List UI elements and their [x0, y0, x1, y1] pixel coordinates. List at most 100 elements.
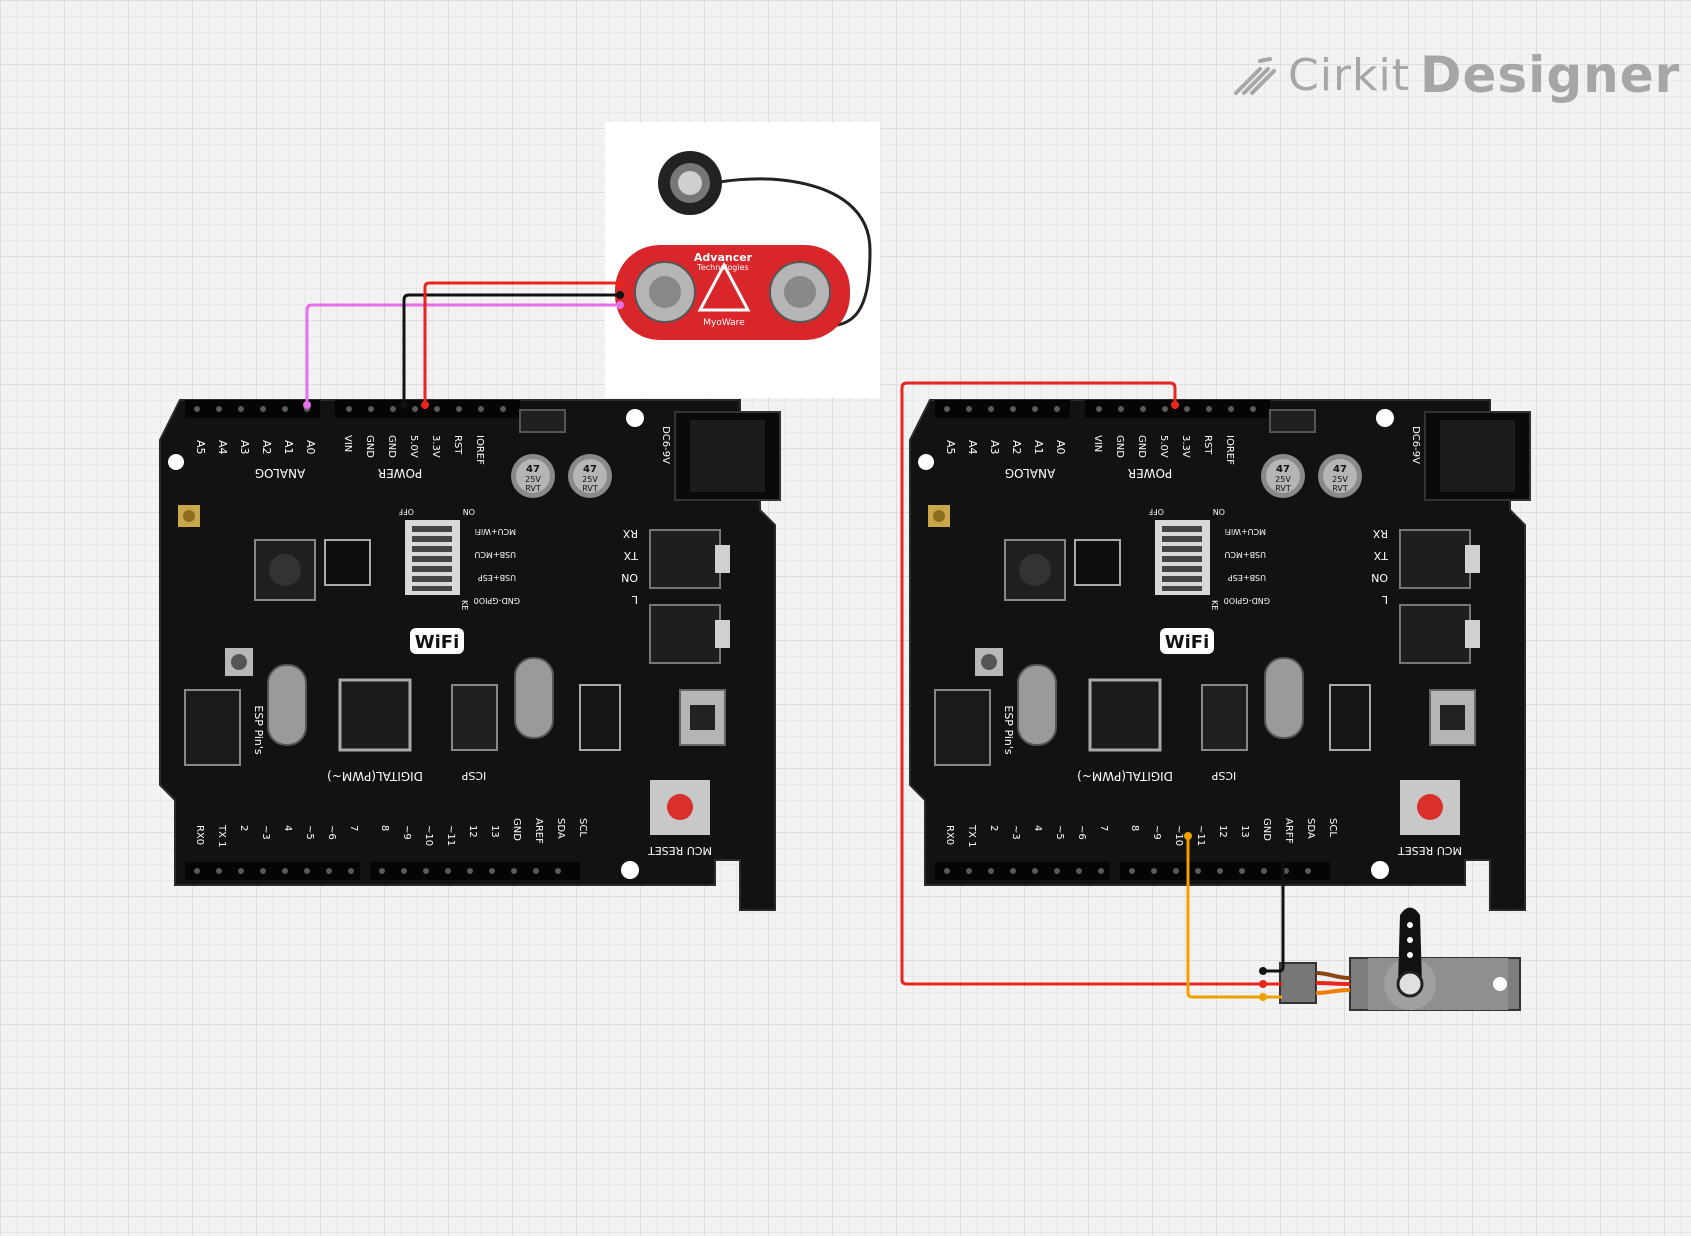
- pin-label-5: ~5: [304, 825, 315, 840]
- pin-label-scl: SCL: [577, 818, 588, 837]
- switch-label-usb-esp: USB+ESP: [1228, 573, 1266, 582]
- pin-label-3: ~3: [1010, 825, 1021, 840]
- cap-type-2: RVT: [1332, 484, 1348, 493]
- cap-value-2: 47: [583, 464, 597, 475]
- cap-value-2: 47: [1333, 464, 1347, 475]
- pin-label-a5: A5: [194, 440, 207, 455]
- pin-label-3: ~3: [260, 825, 271, 840]
- pin-label-a4: A4: [966, 440, 979, 455]
- pin-label-gnd-d: GND: [1261, 818, 1272, 841]
- pin-label-4: 4: [282, 825, 293, 831]
- cap-type-1: RVT: [1275, 484, 1291, 493]
- pin-label-5: ~5: [1054, 825, 1065, 840]
- led-label-tx: TX: [623, 549, 639, 562]
- myoware-sensor[interactable]: Advancer Technologies MyoWare: [605, 122, 880, 398]
- pin-label-gnd-1: GND: [364, 435, 375, 458]
- pin-label-vin: VIN: [1092, 435, 1103, 452]
- pin-label-6: ~6: [1076, 825, 1087, 840]
- pencil-stripes-icon: [1234, 57, 1276, 95]
- reset-label: MCU RESET: [648, 844, 712, 857]
- pin-label-vin: VIN: [342, 435, 353, 452]
- cap-voltage-1: 25V: [525, 475, 541, 484]
- wire-red-power[interactable]: [900, 381, 1282, 986]
- pin-label-rst: RST: [452, 435, 463, 455]
- analog-pin-labels: A5 A4 A3 A2 A1 A0: [944, 440, 1067, 455]
- pin-label-7: 7: [1098, 825, 1109, 831]
- wifi-board-2[interactable]: ANALOG POWER DIGITAL(PWM~) ICSP ESP Pin'…: [908, 398, 1532, 912]
- sensor-brand-line2: Technologies: [696, 263, 748, 272]
- esp-pins-label: ESP Pin's: [1002, 705, 1015, 755]
- wires: [305, 281, 1285, 999]
- wifi-label: WiFi: [415, 632, 460, 653]
- dip-ke-label: KE: [1210, 600, 1219, 610]
- pin-label-rst: RST: [1202, 435, 1213, 455]
- switch-label-mcu-wifi: MCU+WiFi: [1225, 527, 1266, 536]
- pin-label-a1: A1: [1032, 440, 1045, 455]
- wire-orange-signal[interactable]: [1186, 836, 1282, 999]
- power-label: POWER: [1128, 466, 1172, 480]
- led-label-l: L: [1381, 593, 1388, 606]
- pin-label-6: ~6: [326, 825, 337, 840]
- pin-label-3v3: 3.3V: [1180, 435, 1191, 458]
- digital-pin-labels: RX0 TX 1 2 ~3 4 ~5 ~6 7 8 ~9 ~10 ~11 12 …: [194, 818, 588, 848]
- wire-pink-a0[interactable]: [305, 303, 620, 405]
- cap-type-2: RVT: [582, 484, 598, 493]
- wire-endpoints: [303, 279, 1287, 1001]
- cap-voltage-2: 25V: [582, 475, 598, 484]
- pin-label-aref: AREF: [533, 818, 544, 844]
- pin-label-a3: A3: [988, 440, 1001, 455]
- led-label-on: ON: [621, 571, 638, 584]
- pin-label-9: ~9: [1151, 825, 1162, 840]
- sensor-brand-line1: Advancer: [694, 251, 753, 264]
- wire-black-ground[interactable]: [1263, 836, 1285, 973]
- dip-on-label: ON: [1213, 507, 1225, 516]
- led-label-tx: TX: [1373, 549, 1389, 562]
- switch-label-mcu-wifi: MCU+WiFi: [475, 527, 516, 536]
- pin-label-11: ~11: [445, 825, 456, 846]
- servo-motor[interactable]: [1279, 907, 1521, 1011]
- pin-label-sda: SDA: [555, 818, 566, 839]
- pin-label-ioref: IOREF: [474, 435, 485, 465]
- power-pin-labels: VIN GND GND 5.0V 3.3V RST IOREF: [1092, 435, 1235, 465]
- pin-label-ioref: IOREF: [1224, 435, 1235, 465]
- dc-label: DC6-9V: [1410, 426, 1421, 464]
- pin-label-2: 2: [988, 825, 999, 831]
- wifi-board-1[interactable]: ANALOG POWER DIGITAL(PWM~) ICSP ESP Pin'…: [158, 398, 782, 912]
- wire-red-5v[interactable]: [423, 281, 620, 405]
- dc-label: DC6-9V: [660, 426, 671, 464]
- pin-label-11: ~11: [1195, 825, 1206, 846]
- pin-label-12: 12: [467, 825, 478, 838]
- pin-label-tx1: TX 1: [966, 824, 977, 848]
- pin-label-a2: A2: [1010, 440, 1023, 455]
- analog-label: ANALOG: [255, 466, 305, 480]
- pin-label-a5: A5: [944, 440, 957, 455]
- led-label-on: ON: [1371, 571, 1388, 584]
- pin-label-a1: A1: [282, 440, 295, 455]
- cap-voltage-2: 25V: [1332, 475, 1348, 484]
- pin-label-tx1: TX 1: [216, 824, 227, 848]
- pin-label-2: 2: [238, 825, 249, 831]
- product-name: Designer: [1420, 46, 1681, 104]
- wire-black-gnd[interactable]: [402, 293, 620, 405]
- cap-value-1: 47: [1276, 464, 1290, 475]
- pin-label-9: ~9: [401, 825, 412, 840]
- led-label-rx: RX: [622, 527, 638, 540]
- pin-label-5v: 5.0V: [408, 435, 419, 458]
- reset-label: MCU RESET: [1398, 844, 1462, 857]
- pin-label-rx0: RX0: [944, 825, 955, 845]
- dip-off-label: OFF: [1148, 507, 1164, 516]
- analog-pin-labels: A5 A4 A3 A2 A1 A0: [194, 440, 317, 455]
- led-label-l: L: [631, 593, 638, 606]
- cap-value-1: 47: [526, 464, 540, 475]
- pin-label-13: 13: [1239, 825, 1250, 838]
- switch-label-gnd-gpio0: GND-GPIO0: [1224, 596, 1270, 605]
- dip-on-label: ON: [463, 507, 475, 516]
- icsp-label: ICSP: [1211, 769, 1236, 782]
- switch-mode-labels: MCU+WiFi USB+MCU USB+ESP GND-GPIO0: [474, 527, 520, 605]
- pin-label-gnd-d: GND: [511, 818, 522, 841]
- led-label-rx: RX: [1372, 527, 1388, 540]
- pin-label-10: ~10: [423, 825, 434, 846]
- cirkit-designer-logo: Cirkit Designer: [1230, 40, 1680, 110]
- pin-label-7: 7: [348, 825, 359, 831]
- switch-label-usb-mcu: USB+MCU: [1224, 550, 1266, 559]
